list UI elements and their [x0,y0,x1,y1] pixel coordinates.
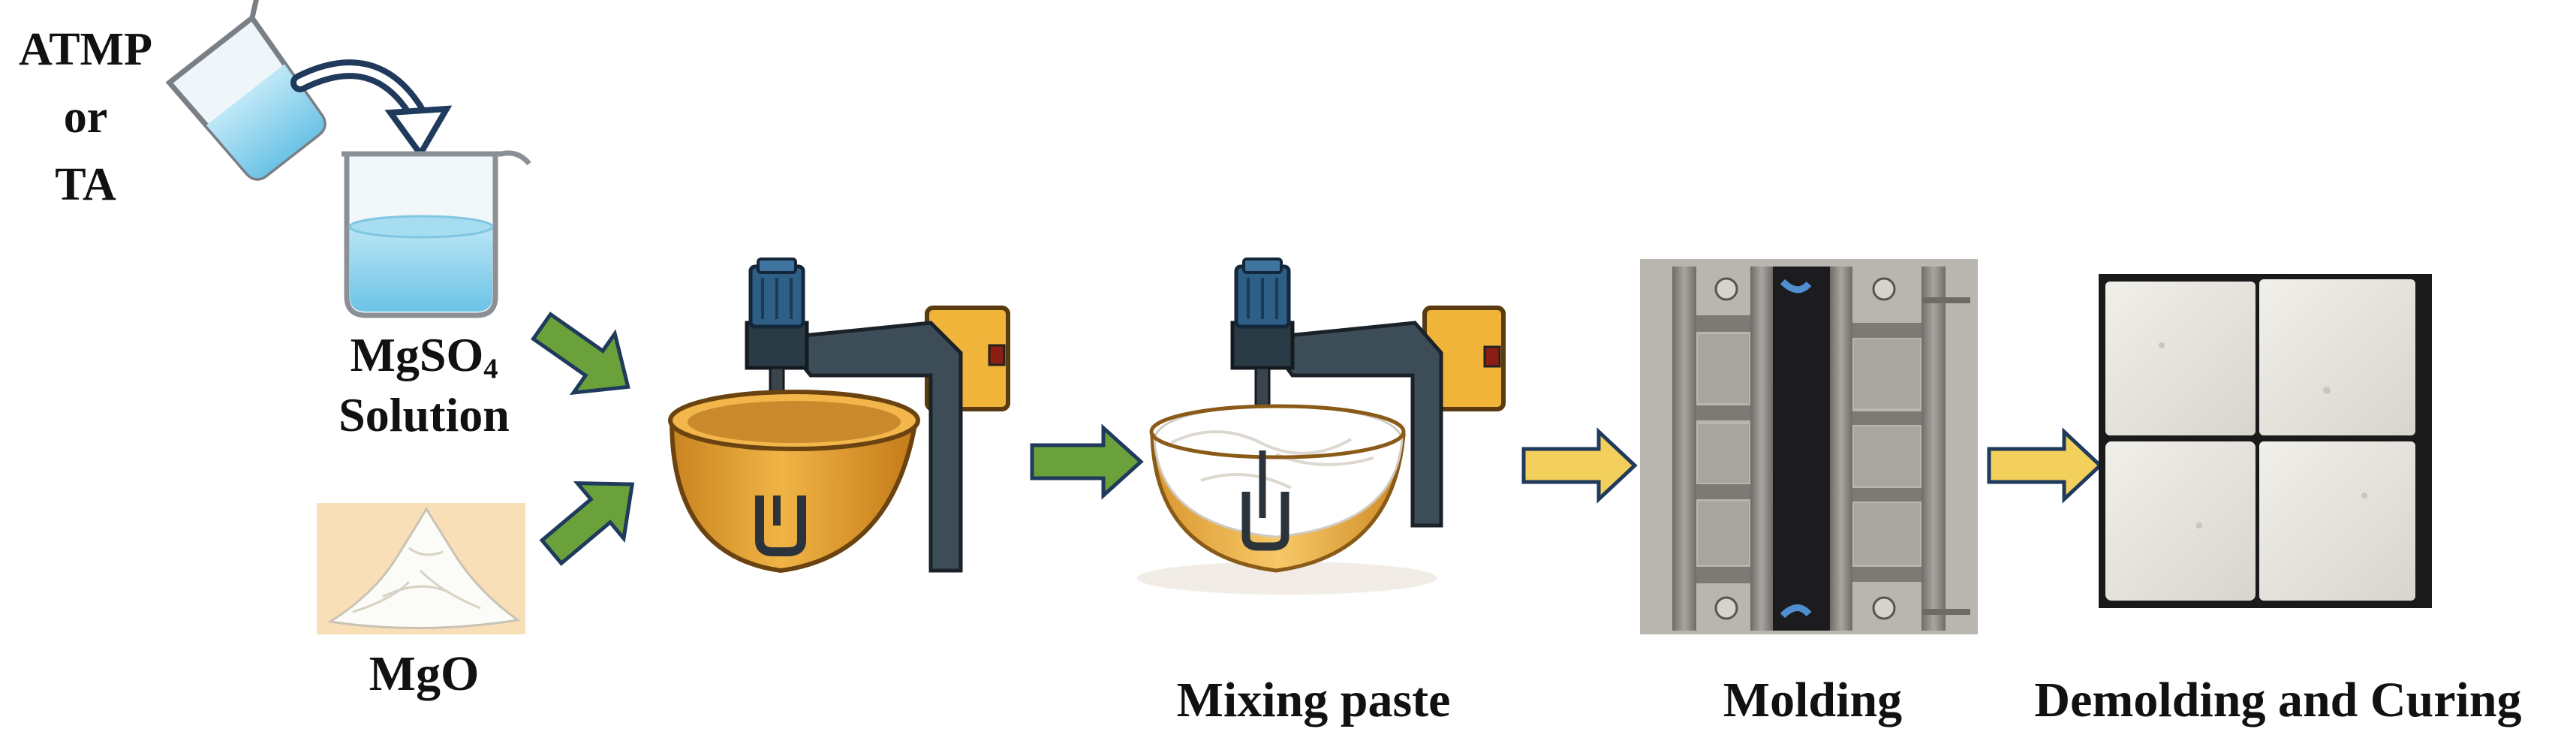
step-molding-label: Molding [1723,673,1903,727]
green-arrow-right [1030,423,1144,500]
step-mixing-label: Mixing paste [1176,673,1451,727]
additive-label-line3: TA [55,158,116,210]
pouring-beaker-icon [165,0,327,181]
mixer-paste-bowl-icon [1137,258,1506,595]
mixer-empty-bowl-icon [668,258,1010,574]
solution-label-line1: MgSO4 [315,327,533,387]
mgo-label: MgO [369,646,480,701]
additive-label: ATMP or TA [11,17,161,219]
additive-label-line2: or [63,91,108,143]
molding-photo [1640,259,1978,634]
yellow-arrow-2 [1987,427,2103,504]
step-curing-label: Demolding and Curing [2034,673,2522,727]
solution-formula: MgSO [350,328,484,381]
solution-beaker-icon [342,150,531,318]
green-arrow-lower [539,480,635,566]
solution-label-line2: Solution [339,387,510,441]
additive-label-line1: ATMP [19,24,152,75]
solution-formula-subscript: 4 [483,353,498,385]
yellow-arrow-1 [1521,427,1638,504]
green-arrow-upper [531,312,630,396]
pour-curved-arrow-icon [290,59,453,160]
solution-label: MgSO4 Solution [315,327,533,444]
mgo-powder-picture [317,503,525,634]
cured-cubes-photo [2099,274,2432,608]
